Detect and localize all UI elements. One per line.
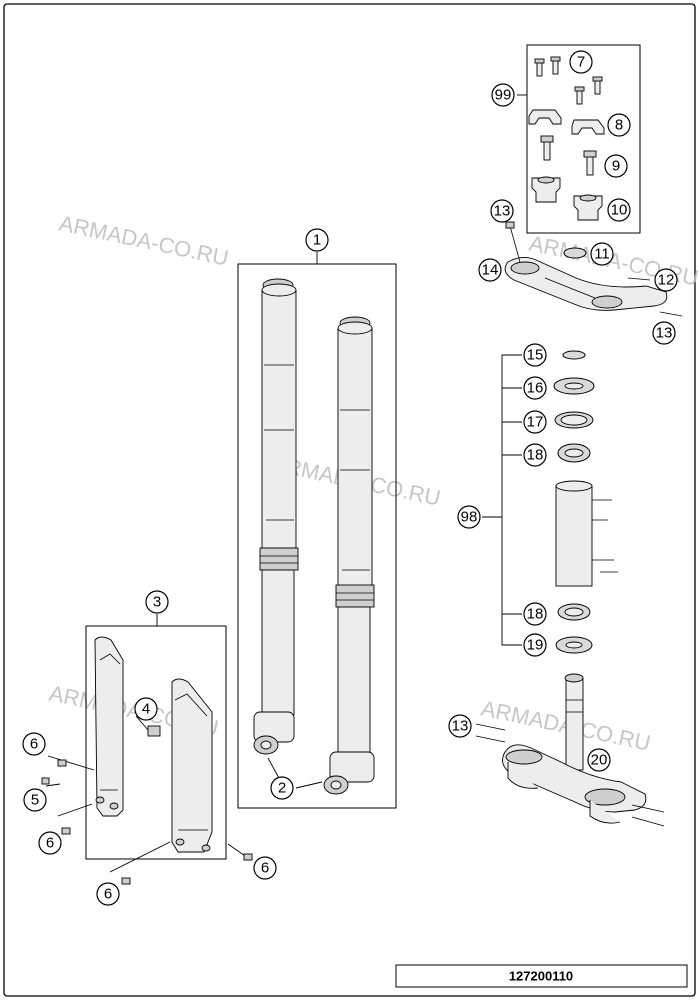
svg-text:8: 8 xyxy=(615,117,623,134)
svg-text:11: 11 xyxy=(594,246,610,263)
callout-8: 8 xyxy=(607,113,631,137)
svg-text:13: 13 xyxy=(452,718,469,735)
clamp-upper-8a xyxy=(528,109,562,125)
fork-guard-assembly-3 xyxy=(41,614,253,885)
callout-6d: 6 xyxy=(253,856,277,880)
document-number-box: 127200110 xyxy=(395,964,688,988)
callout-13b: 13 xyxy=(652,321,676,345)
svg-text:4: 4 xyxy=(142,701,150,718)
callout-6b: 6 xyxy=(38,831,62,855)
callout-16: 16 xyxy=(523,376,547,400)
svg-text:6: 6 xyxy=(261,860,269,877)
callout-14: 14 xyxy=(478,258,502,282)
ring-15 xyxy=(562,350,586,360)
callout-20: 20 xyxy=(587,748,611,772)
lower-triple-clamp xyxy=(475,673,665,827)
group-99-box xyxy=(526,44,641,234)
callout-10: 10 xyxy=(607,198,631,222)
fork-assembly-1 xyxy=(237,252,397,809)
page-frame xyxy=(3,3,696,997)
svg-text:13: 13 xyxy=(494,203,511,220)
callout-1: 1 xyxy=(305,228,329,252)
svg-text:15: 15 xyxy=(527,347,544,364)
callout-6c: 6 xyxy=(96,882,120,906)
callout-12: 12 xyxy=(654,268,678,292)
clamp-lower-10b xyxy=(573,195,603,221)
svg-text:18: 18 xyxy=(527,447,544,464)
bolt-7-set xyxy=(534,56,603,105)
callout-19: 19 xyxy=(523,633,547,657)
svg-text:1: 1 xyxy=(313,232,321,249)
svg-text:6: 6 xyxy=(30,736,38,753)
svg-text:18: 18 xyxy=(527,606,544,623)
watermark: ARMADA-CO.RU xyxy=(57,210,231,270)
svg-text:5: 5 xyxy=(31,792,39,809)
callout-13a: 13 xyxy=(490,199,514,223)
callouts: 1 2 3 4 5 6 6 6 6 7 8 9 10 11 12 13 13 1… xyxy=(22,50,678,906)
svg-text:7: 7 xyxy=(577,54,585,71)
svg-text:16: 16 xyxy=(527,380,544,397)
svg-text:19: 19 xyxy=(527,637,544,654)
callout-98: 98 xyxy=(457,505,481,529)
callout-17: 17 xyxy=(523,410,547,434)
callout-9: 9 xyxy=(604,154,628,178)
callout-99: 99 xyxy=(491,83,515,107)
callout-13c: 13 xyxy=(448,714,472,738)
svg-text:3: 3 xyxy=(153,594,161,611)
group-99-clamp-kit xyxy=(517,44,641,234)
callout-3: 3 xyxy=(145,590,169,614)
bearing-cap-11 xyxy=(563,247,587,259)
callout-11: 11 xyxy=(590,242,614,266)
clamp-upper-8b xyxy=(571,119,605,135)
svg-text:98: 98 xyxy=(461,509,478,526)
callout-18b: 18 xyxy=(523,602,547,626)
svg-text:20: 20 xyxy=(591,752,608,769)
callout-2: 2 xyxy=(270,776,294,800)
group-3-box xyxy=(85,625,227,860)
callout-5: 5 xyxy=(23,788,47,812)
svg-text:2: 2 xyxy=(278,780,286,797)
fork-leg-right xyxy=(323,316,375,795)
svg-text:14: 14 xyxy=(482,262,499,279)
document-number: 127200110 xyxy=(509,969,573,984)
svg-text:17: 17 xyxy=(527,414,544,431)
callout-18a: 18 xyxy=(523,443,547,467)
callout-6a: 6 xyxy=(22,732,46,756)
fork-leg-left xyxy=(253,278,299,755)
fork-guard-left xyxy=(94,636,124,817)
callout-15: 15 xyxy=(523,343,547,367)
svg-text:13: 13 xyxy=(656,325,673,342)
svg-text:6: 6 xyxy=(104,886,112,903)
svg-text:10: 10 xyxy=(611,202,628,219)
head-tube xyxy=(555,485,593,587)
callout-7: 7 xyxy=(569,50,593,74)
fork-guard-right xyxy=(171,678,213,853)
svg-text:12: 12 xyxy=(658,272,675,289)
bolt-9a xyxy=(543,139,551,161)
svg-text:9: 9 xyxy=(612,158,620,175)
svg-text:99: 99 xyxy=(495,87,512,104)
clamp-lower-10a xyxy=(531,177,561,203)
clip-4 xyxy=(147,725,161,737)
callout-4: 4 xyxy=(134,697,158,721)
bolt-9b xyxy=(586,154,594,176)
group-98-bearing-kit xyxy=(482,350,618,654)
upper-triple-clamp xyxy=(504,221,683,317)
svg-text:6: 6 xyxy=(46,835,54,852)
